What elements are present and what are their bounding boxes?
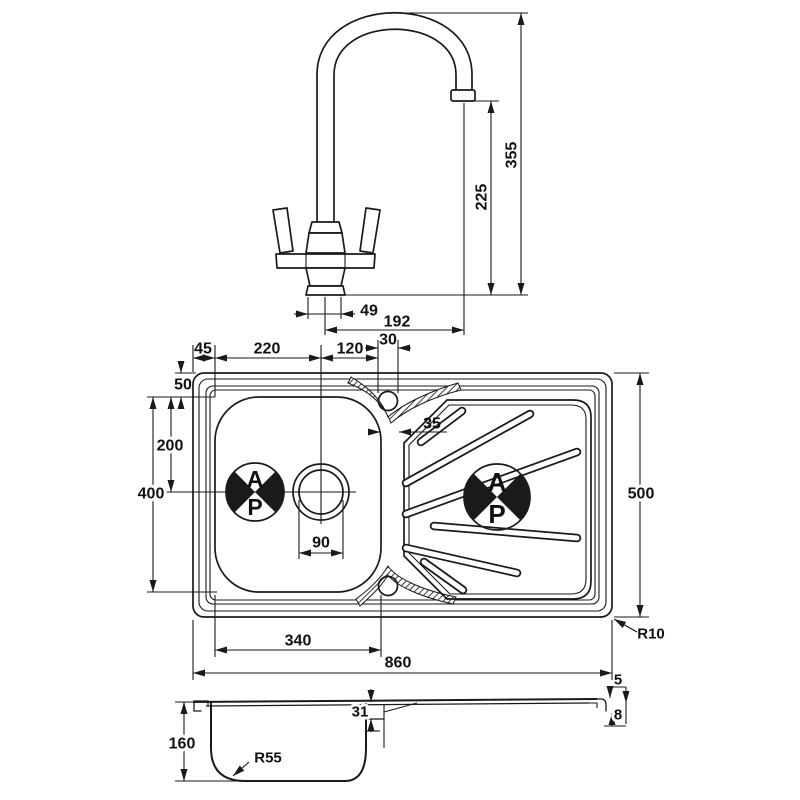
section-right-lip [588,698,607,712]
tap-aerator [450,89,476,102]
drainer-inner-line [408,404,587,595]
tap-neck-flare [308,221,343,234]
sink-outer-edge [192,372,613,618]
sink-section-view: 160 R55 31 5 8 [166,672,630,782]
tap-body-upper [305,232,346,254]
drainer-grooves [401,406,582,595]
registration-mark-bowl: A P [225,462,285,522]
dim-bowl-top-to-center: 200 [157,438,184,455]
dim-tap-reach: 192 [384,314,411,331]
leader-line [232,761,250,777]
sink-rim-line [205,385,600,605]
dim-rim-to-bowl: 50 [174,377,192,394]
dim-hole-dia: 30 [379,332,397,349]
section-drainer-slope [383,702,418,713]
section-bowl-profile [210,702,367,782]
dim-tap-spout-height: 225 [474,184,491,211]
tap-spout-outer [316,11,473,223]
divider-slope-top [347,376,462,424]
dim-drain-to-hole: 120 [337,341,364,358]
section-sheet-underside [205,702,590,707]
tap-base [305,285,346,296]
section-right-lip-inner [589,702,598,708]
mark-sector-left [464,473,497,521]
divider-slope-bottom [355,565,457,607]
dim-waste-dia: 90 [312,535,330,552]
dim-bowl-radius: R55 [254,750,282,767]
dim-overall-width: 500 [628,486,655,503]
mark-letter-p: P [488,499,505,529]
tap-hole-bottom [377,575,399,597]
section-left-lip [193,700,209,712]
leader-line [613,618,638,633]
section-top-surface [192,698,598,703]
dim-bowl-to-drain: 220 [254,341,281,358]
dim-edge-lip-bottom: 8 [614,707,622,724]
registration-mark-drainer: A P [463,463,531,531]
dim-edge-lip-top: 5 [614,672,622,689]
dim-edge-to-bowl: 45 [194,341,212,358]
mark-sector-right [497,473,530,521]
dim-divider-width: 35 [423,416,441,433]
tap-cross-arms [275,253,376,269]
dim-overall-length: 860 [385,655,412,672]
tap-elevation: 49 192 225 355 [272,11,528,335]
dim-bowl-depth: 160 [169,736,196,753]
drainer-outline [403,399,592,600]
tap-lever-right [359,207,381,254]
sink-plan-view: A P A P 45 220 120 30 50 [135,332,665,680]
tap-hole-top [377,390,399,412]
sink-bowl [214,396,382,593]
mark-letter-a: A [247,466,264,492]
sink-rim-line [198,378,607,612]
mark-letter-p: P [247,494,262,520]
dim-bowl-length: 400 [138,486,165,503]
dim-drainer-step: 31 [352,704,369,721]
tap-body-lower [305,267,346,287]
dim-corner-radius: R10 [637,626,665,643]
tap-spout-inner [333,28,457,223]
sink-rim-line [209,389,596,601]
tap-lever-left [272,207,294,254]
dim-tap-overall-height: 355 [504,142,521,169]
dim-bowl-width: 340 [285,633,312,650]
mark-letter-a: A [488,467,507,497]
dim-tap-base-width: 49 [360,303,378,320]
